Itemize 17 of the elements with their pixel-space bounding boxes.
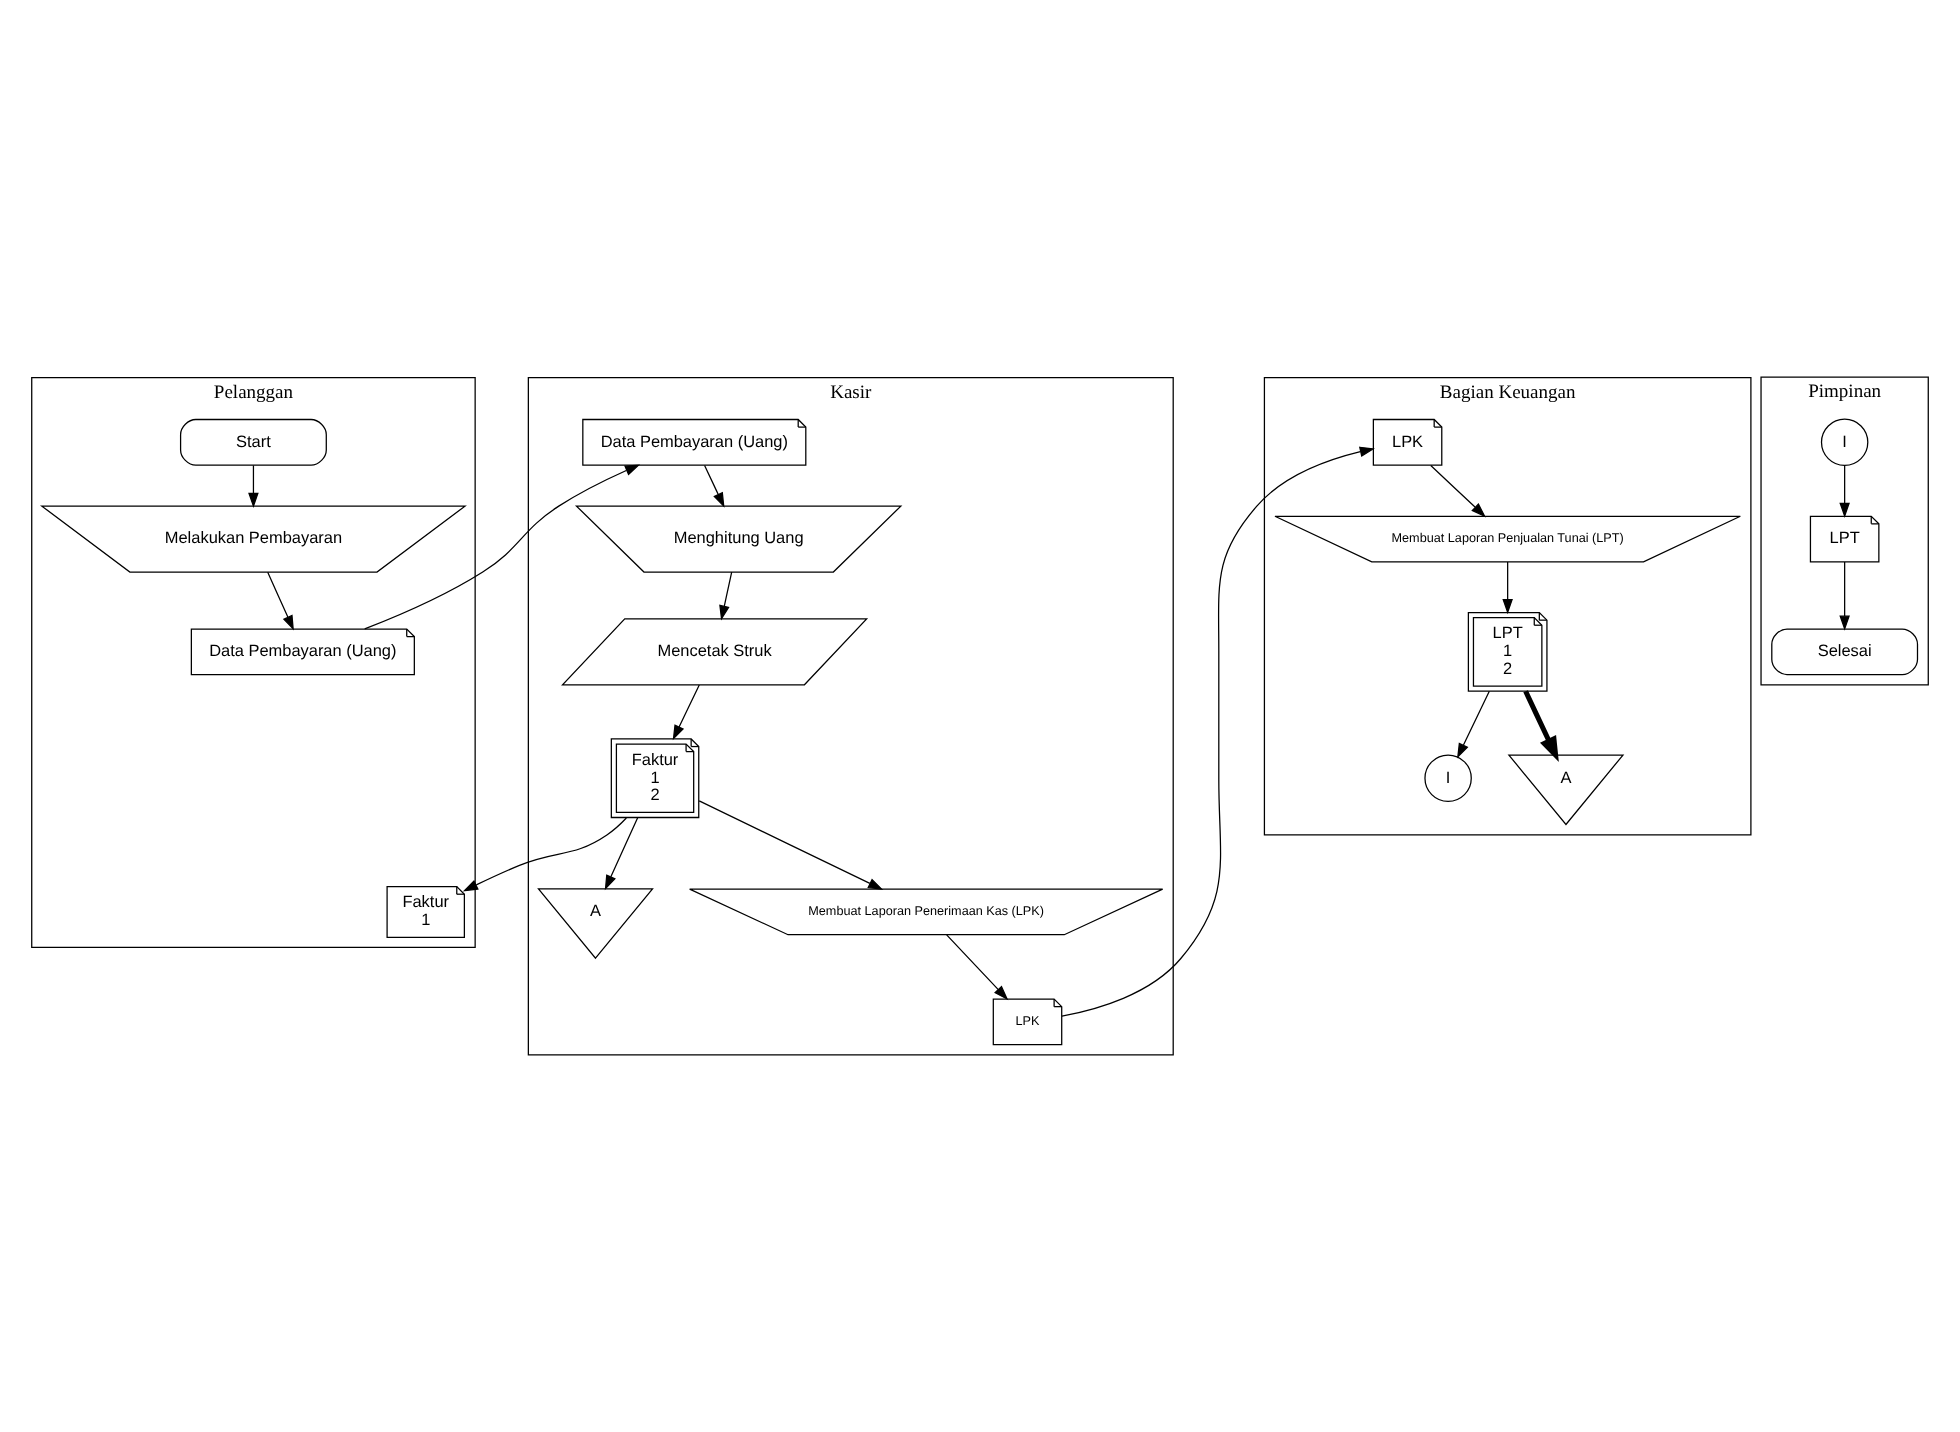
arrow [1502,561,1513,615]
arrow [462,817,627,892]
arrow [672,684,700,741]
arrow [1839,561,1850,631]
arrow [719,571,733,621]
arrow [698,800,884,890]
arrow [1523,690,1559,762]
arrow [604,817,639,891]
arrow [1430,464,1486,518]
arrow [1457,690,1490,759]
arrow [1061,446,1375,1017]
arrow [248,464,259,508]
arrow [946,934,1009,1001]
arrow [1839,465,1850,518]
arrow [364,464,641,630]
arrow [703,464,725,508]
arrow [267,571,294,631]
